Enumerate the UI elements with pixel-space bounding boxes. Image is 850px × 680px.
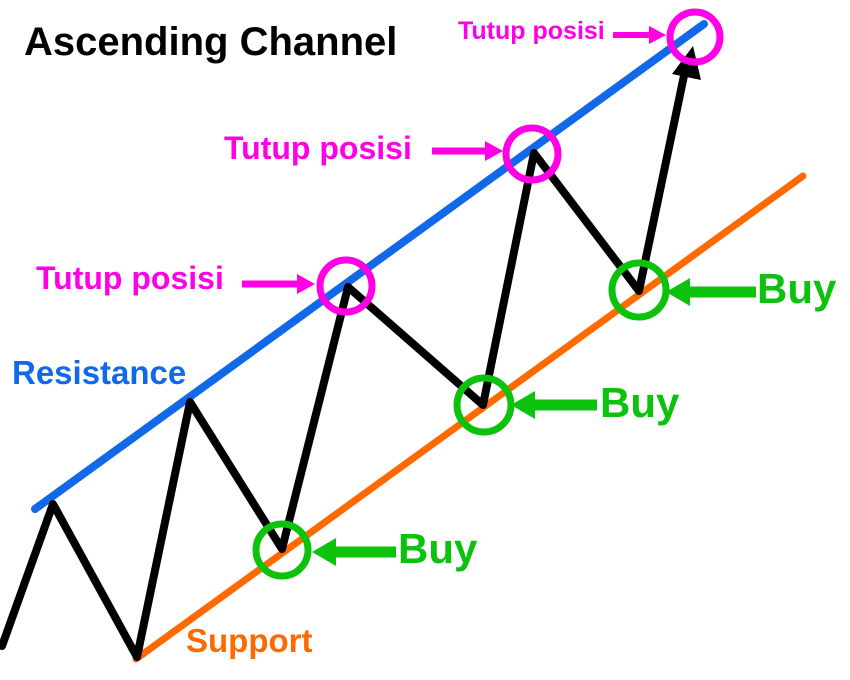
close-position-circle-middle <box>502 124 562 184</box>
close-position-circle-left <box>316 256 376 316</box>
buy-circle-top <box>608 259 670 321</box>
close-position-label-left: Tutup posisi <box>36 260 224 296</box>
close-position-label-middle: Tutup posisi <box>224 130 412 166</box>
price-zigzag-line <box>0 62 690 661</box>
close-arrow-left-icon <box>242 274 315 294</box>
close-position-label-top: Tutup posisi <box>458 17 605 45</box>
support-label: Support <box>186 622 313 659</box>
buy-arrow-middle-icon <box>511 391 597 419</box>
resistance-label: Resistance <box>12 354 187 391</box>
page-title: Ascending Channel <box>24 20 398 64</box>
buy-label-bottom: Buy <box>398 525 478 572</box>
buy-arrow-bottom-icon <box>312 538 396 566</box>
close-arrow-top-icon <box>613 26 666 44</box>
buy-circle-bottom <box>252 520 312 580</box>
buy-label-middle: Buy <box>600 379 680 426</box>
close-position-circle-top <box>666 8 724 66</box>
buy-arrow-top-icon <box>666 278 756 306</box>
resistance-trendline <box>31 20 708 513</box>
support-trendline <box>132 172 807 663</box>
close-arrow-middle-icon <box>432 141 503 161</box>
buy-label-top: Buy <box>757 265 837 312</box>
